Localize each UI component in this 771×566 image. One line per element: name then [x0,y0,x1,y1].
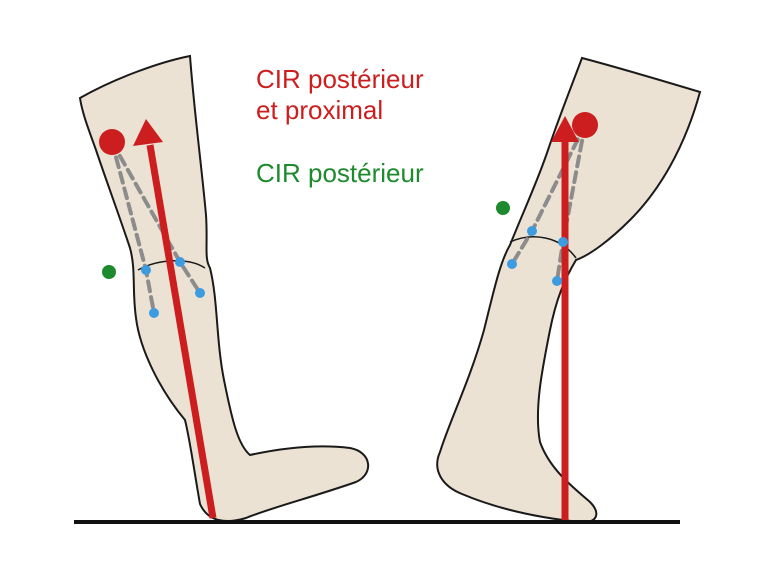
cir-posterior-label: CIR postérieur [256,158,424,189]
right-cir-posterior-proximal-dot [572,112,598,138]
left-attachment-point [195,288,205,298]
left-attachment-point [149,308,159,318]
cir-posterior-proximal-label-line1: CIR postérieur [256,64,424,95]
left-attachment-point [141,265,151,275]
left-cir-posterior-proximal-dot [99,129,125,155]
right-attachment-point [507,259,517,269]
right-leg [437,58,700,522]
right-attachment-point [552,276,562,286]
cir-posterior-proximal-label: CIR postérieur et proximal [256,64,424,126]
left-cir-posterior-dot [102,265,116,279]
right-attachment-point [527,226,537,236]
cir-posterior-proximal-label-line2: et proximal [256,95,424,126]
right-cir-posterior-dot [496,201,510,215]
left-attachment-point [175,257,185,267]
right-attachment-point [558,237,568,247]
